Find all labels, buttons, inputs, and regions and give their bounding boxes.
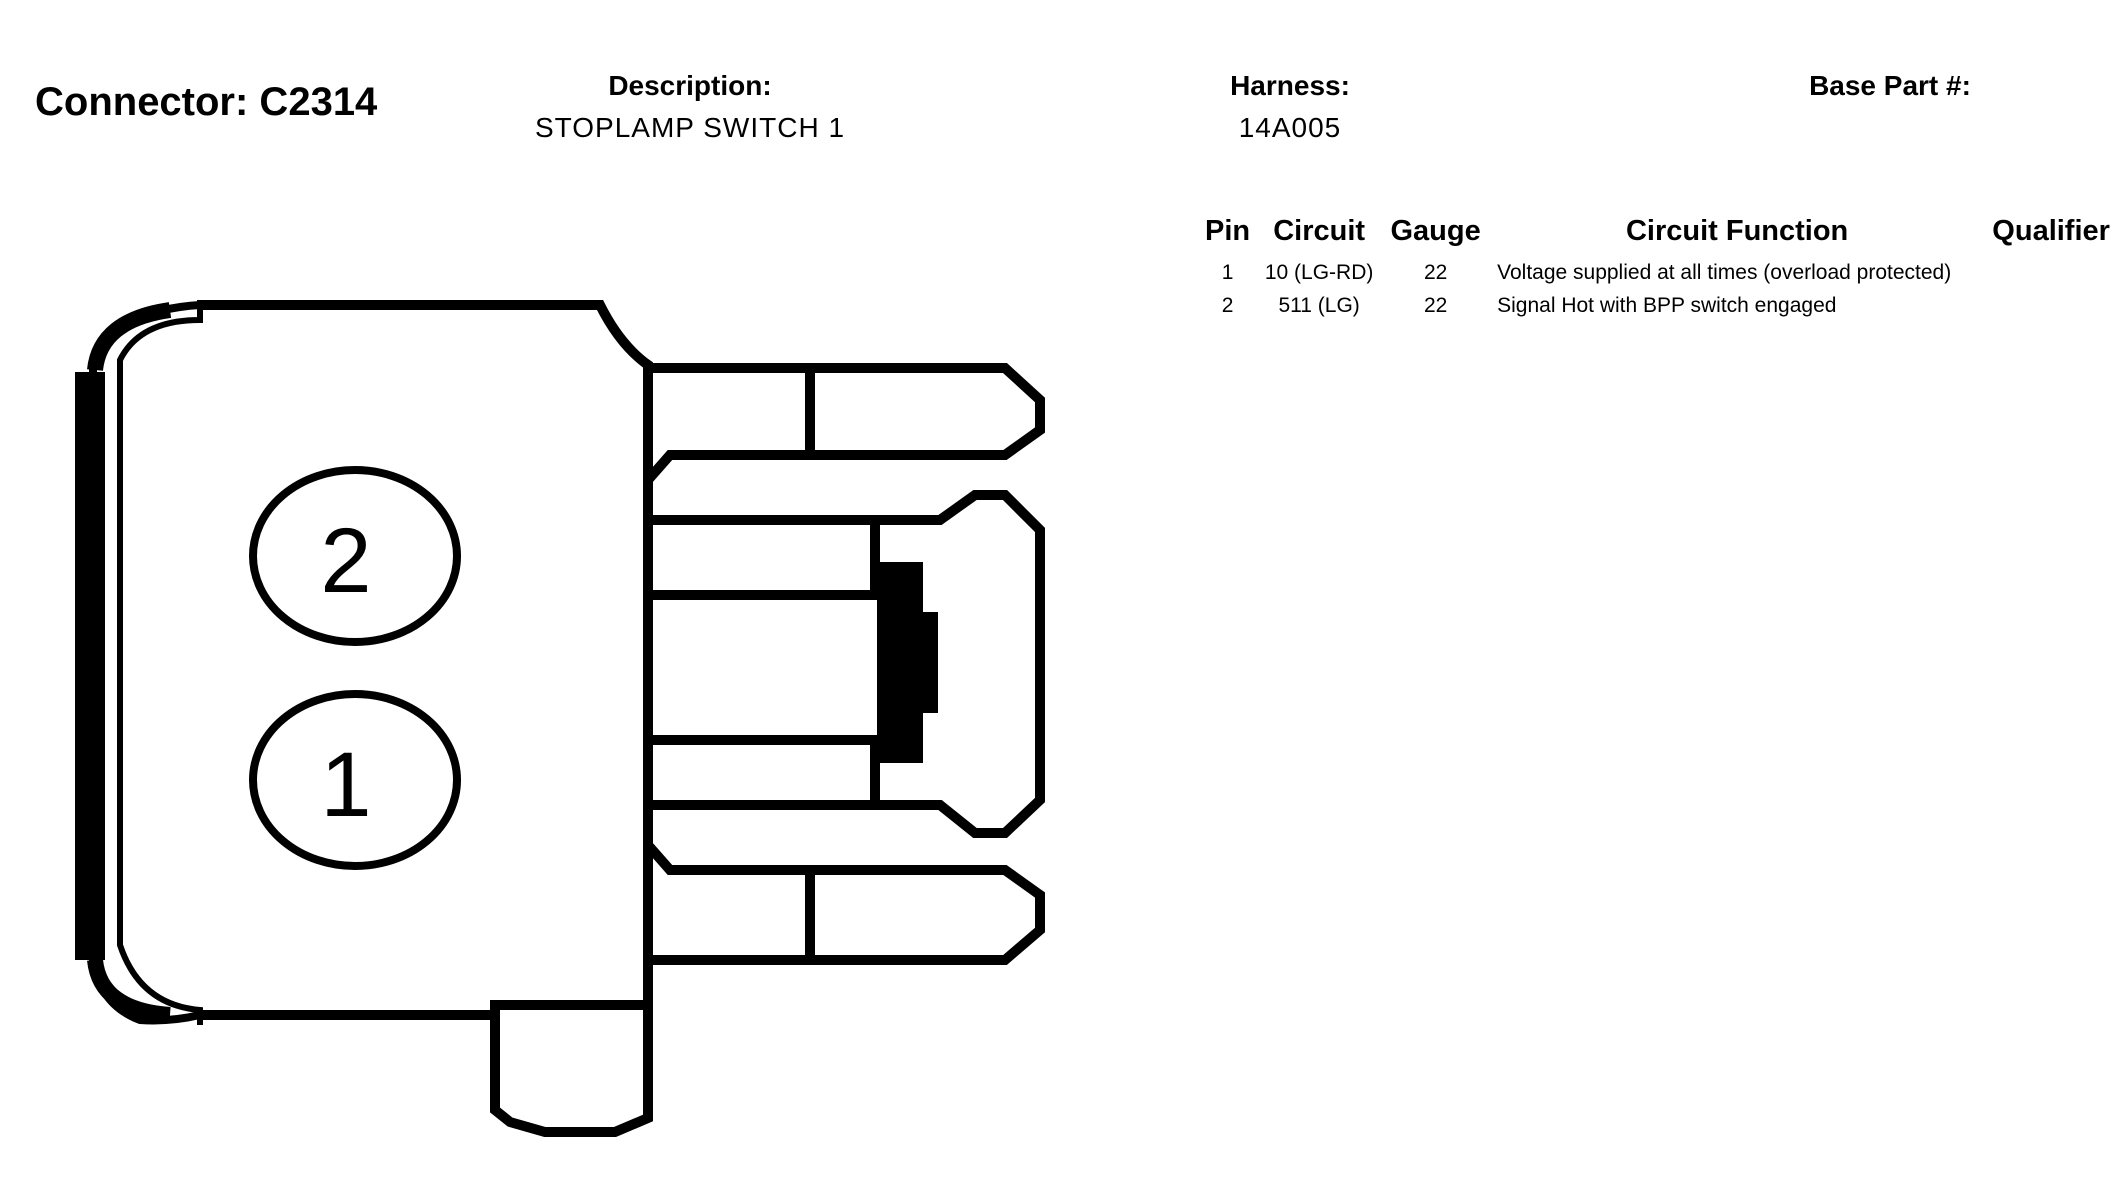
connector-left-curve <box>89 301 201 1025</box>
upper-terminal <box>644 363 1045 484</box>
circuit-cell: 10 (LG-RD) <box>1264 261 1374 284</box>
middle-latch-inner <box>643 520 880 805</box>
column-header-circuit-function: Circuit Function <box>1625 215 1849 247</box>
cavity-1-label: 1 <box>320 734 371 836</box>
middle-latch-outline <box>648 490 1045 838</box>
lower-terminal <box>644 841 1045 965</box>
gauge-cell: 22 <box>1423 294 1448 317</box>
description-label: Description: <box>608 70 772 101</box>
pin-cell: 2 <box>1221 294 1234 317</box>
harness-label: Harness: <box>1230 70 1350 101</box>
middle-latch-tab <box>877 562 938 763</box>
column-header-circuit: Circuit <box>1273 215 1366 247</box>
function-cell: Voltage supplied at all times (overload … <box>1497 261 1952 284</box>
cavity-2-circle <box>249 466 461 646</box>
connector-bottom-left-arc <box>87 958 171 1023</box>
circuit-cell: 511 (LG) <box>1278 294 1360 317</box>
column-header-gauge: Gauge <box>1390 215 1481 247</box>
table-row: 2 511 (LG) 22 Signal Hot with BPP switch… <box>1198 291 2118 324</box>
description-value: STOPLAMP SWITCH 1 <box>534 112 846 143</box>
column-header-qualifier: Qualifier <box>1992 215 2110 247</box>
pin-table-header-row: Pin Circuit Gauge Circuit Function Quali… <box>1198 215 2118 258</box>
pin-cell: 1 <box>1221 261 1234 284</box>
cavity-2-label: 2 <box>320 510 371 612</box>
function-cell: Signal Hot with BPP switch engaged <box>1497 294 1837 317</box>
cavity-1-circle <box>249 690 461 870</box>
column-header-pin: Pin <box>1205 215 1251 247</box>
gauge-cell: 22 <box>1423 261 1448 284</box>
middle-latch-tab-frame <box>875 560 880 765</box>
connector-top-left-arc <box>87 302 172 372</box>
connector-body-outline <box>200 300 653 1137</box>
connector-left-latch <box>117 300 203 1025</box>
table-row: 1 10 (LG-RD) 22 Voltage supplied at all … <box>1198 258 2118 291</box>
harness-value: 14A005 <box>1238 112 1342 143</box>
pin-table: Pin Circuit Gauge Circuit Function Quali… <box>1198 215 2118 324</box>
base-part-label: Base Part #: <box>1809 70 1971 101</box>
connector-title: Connector: C2314 <box>35 80 378 124</box>
